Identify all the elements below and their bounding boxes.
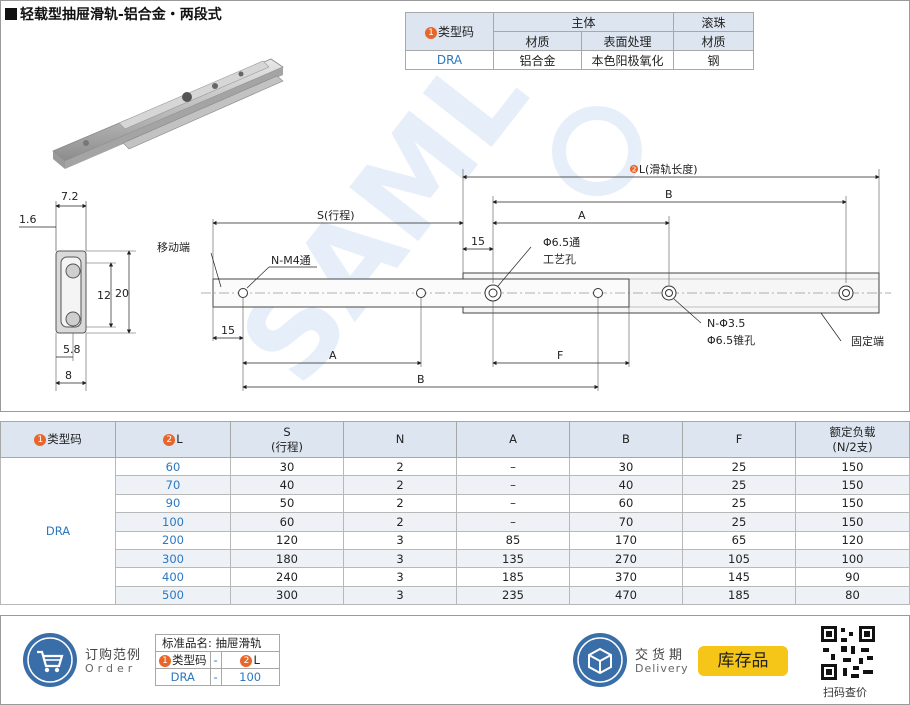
rail-length-label: ❷L(滑轨长度) (629, 162, 698, 176)
dim-15-bottom: 15 (221, 324, 235, 337)
callouts: 移动端 N-M4通 Φ6.5通 工艺孔 N-Φ3.5 Φ6.5锥孔 固定端 (157, 236, 884, 348)
dim-20: 20 (115, 287, 129, 300)
technical-drawing: SAML 7.2 1.6 (19, 28, 891, 409)
dim-8: 8 (65, 369, 72, 382)
dim-b-top: B (665, 188, 673, 201)
page-title: 轻载型抽屉滑轨-铝合金・两段式 (5, 4, 222, 24)
order-dash-2: - (209, 668, 222, 686)
spec-ball-header: 滚珠 (673, 12, 754, 32)
delivery-sub: Delivery (635, 662, 689, 675)
header-n: N (343, 421, 457, 458)
dim-b-bottom: B (417, 373, 425, 386)
hole65-label: Φ6.5通 (543, 236, 580, 249)
order-l-value: 100 (220, 668, 280, 686)
spec-main-header: 主体 (493, 12, 674, 32)
watermark: SAML (214, 28, 642, 409)
header-f: F (682, 421, 796, 458)
stock-badge: 库存品 (698, 646, 788, 676)
spec-ball-value: 钢 (673, 50, 754, 70)
qr-label: 扫码查价 (823, 686, 867, 699)
dim-a-top: A (578, 209, 586, 222)
spec-surface-header: 表面处理 (581, 31, 674, 51)
delivery-label: 交货期 (635, 648, 687, 663)
side-dimensions: ❷L(滑轨长度) B A S(行程) 15 15 A B (212, 162, 880, 391)
order-code: DRA (155, 668, 211, 686)
moving-end-label: 移动端 (157, 241, 190, 254)
order-label: 订购范例 (85, 648, 142, 663)
dim-7-2: 7.2 (61, 190, 79, 203)
spec-material-header: 材质 (493, 31, 582, 51)
dim-f: F (557, 349, 563, 362)
cart-icon (23, 633, 77, 687)
process-hole-label: 工艺孔 (543, 253, 576, 266)
header-b: B (569, 421, 683, 458)
nm4-label: N-M4通 (271, 254, 311, 267)
row-type-code: DRA (0, 456, 116, 606)
dim-1-6: 1.6 (19, 213, 37, 226)
countersink-label: Φ6.5锥孔 (707, 334, 755, 347)
order-std-name: 标准品名: 抽屉滑轨 (155, 634, 280, 652)
qr-code-icon[interactable] (819, 624, 877, 682)
dim-12: 12 (97, 289, 111, 302)
order-dash: - (209, 651, 222, 669)
header-a: A (456, 421, 570, 458)
header-load: 额定负载 (N/2支) (795, 421, 910, 458)
dim-15-top: 15 (471, 235, 485, 248)
order-sub: Order (85, 662, 137, 675)
dim-a-bottom: A (329, 349, 337, 362)
title-square-icon (5, 8, 17, 20)
n35-label: N-Φ3.5 (707, 317, 745, 330)
rail-side-view (201, 272, 891, 314)
cross-section: 7.2 1.6 12 20 5.8 8 (19, 190, 136, 391)
stroke-label: S(行程) (317, 209, 355, 222)
marker-one-icon: 1 (424, 27, 437, 39)
dim-5-8: 5.8 (63, 343, 81, 356)
spec-main-material: 铝合金 (493, 50, 582, 70)
spec-ball-material-header: 材质 (673, 31, 754, 51)
delivery-box-icon (573, 633, 627, 687)
spec-surface-value: 本色阳极氧化 (581, 50, 674, 70)
rail-photo (52, 58, 284, 169)
spec-code: DRA (405, 50, 494, 70)
header-s: S (行程) (230, 421, 344, 458)
fixed-end-label: 固定端 (851, 334, 884, 348)
